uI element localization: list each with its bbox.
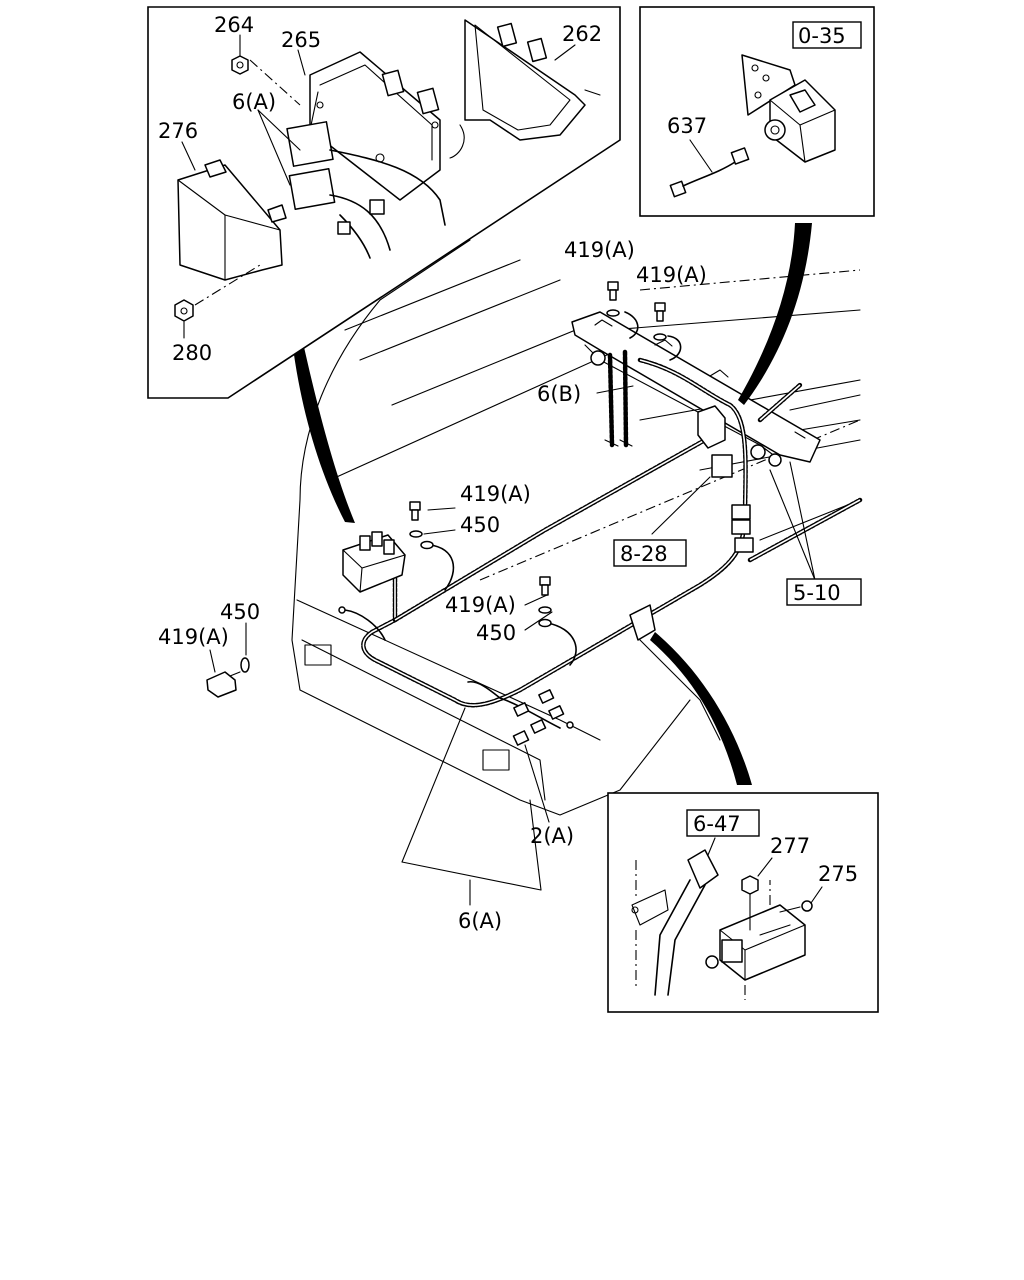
connector-cluster-2a bbox=[467, 680, 574, 746]
callout-wedge-top-left bbox=[292, 338, 355, 523]
label-265: 265 bbox=[281, 28, 321, 52]
label-419a-3: 419(A) bbox=[460, 482, 531, 506]
fasteners bbox=[206, 281, 667, 698]
label-8-28: 8-28 bbox=[620, 542, 668, 566]
label-0-35: 0-35 bbox=[798, 24, 846, 48]
label-264: 264 bbox=[214, 13, 254, 37]
label-419a-4: 419(A) bbox=[445, 593, 516, 617]
label-450-1: 450 bbox=[460, 513, 500, 537]
label-262: 262 bbox=[562, 22, 602, 46]
callout-wedge-top-right bbox=[738, 223, 812, 405]
label-6-47: 6-47 bbox=[693, 812, 741, 836]
inset-top-left bbox=[147, 6, 621, 399]
label-6a-bottom: 6(A) bbox=[458, 909, 502, 933]
label-280: 280 bbox=[172, 341, 212, 365]
harness-clip bbox=[629, 604, 656, 641]
label-276: 276 bbox=[158, 119, 198, 143]
label-419a-5: 419(A) bbox=[158, 625, 229, 649]
label-450-3: 450 bbox=[476, 621, 516, 645]
leader-lines bbox=[209, 385, 816, 906]
label-6a-top: 6(A) bbox=[232, 90, 276, 114]
label-450-2: 450 bbox=[220, 600, 260, 624]
label-277: 277 bbox=[770, 834, 810, 858]
ground-wires bbox=[338, 311, 682, 666]
label-419a-1: 419(A) bbox=[564, 238, 635, 262]
ref-box-5-10 bbox=[786, 578, 862, 606]
label-419a-2: 419(A) bbox=[636, 263, 707, 287]
ref-box-6-47 bbox=[686, 809, 760, 837]
label-2a: 2(A) bbox=[530, 824, 574, 848]
ref-box-8-28 bbox=[613, 539, 687, 567]
label-6b: 6(B) bbox=[537, 382, 581, 406]
control-module bbox=[342, 531, 406, 593]
wire-harness-main bbox=[361, 349, 863, 708]
ref-box-0-35 bbox=[792, 21, 862, 49]
label-637: 637 bbox=[667, 114, 707, 138]
label-275: 275 bbox=[818, 862, 858, 886]
relays bbox=[697, 405, 754, 553]
label-5-10: 5-10 bbox=[793, 581, 841, 605]
callout-wedge-bottom-right bbox=[650, 632, 752, 785]
